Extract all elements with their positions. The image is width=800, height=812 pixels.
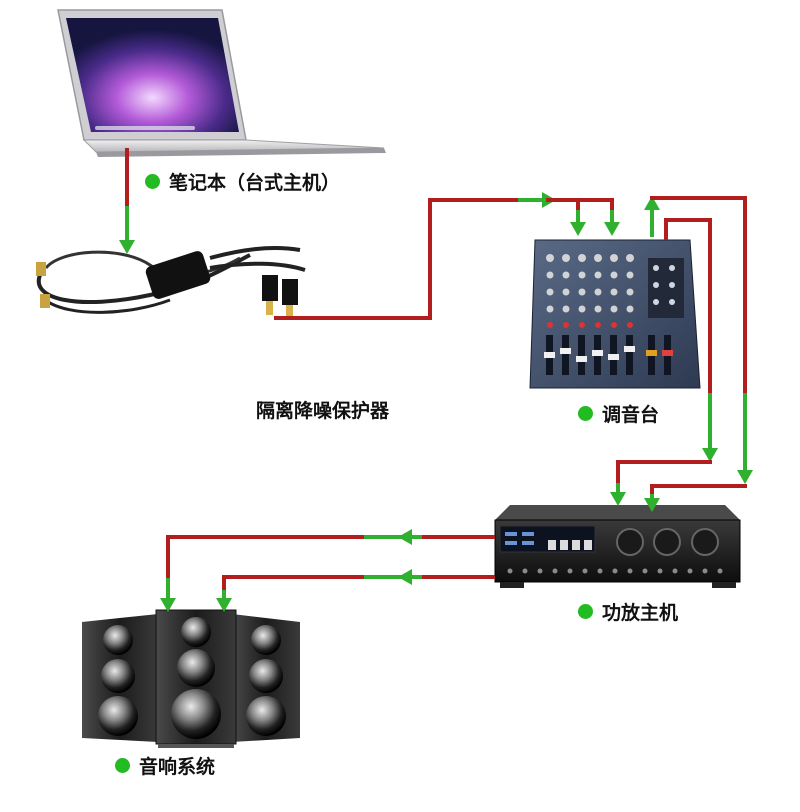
- amplifier-icon: [494, 505, 741, 588]
- speaker-icon: [82, 609, 300, 748]
- mixer-label-text: 调音台: [602, 404, 660, 426]
- speakers-label: 音响系统: [115, 752, 215, 779]
- laptop-label: 笔记本（台式主机）: [145, 168, 340, 195]
- signal-wires: [119, 148, 753, 612]
- amplifier-label-text: 功放主机: [602, 602, 679, 624]
- laptop-label-text: 笔记本（台式主机）: [169, 172, 341, 194]
- bullet-icon: [578, 406, 593, 421]
- bullet-icon: [145, 174, 160, 189]
- bullet-icon: [578, 604, 593, 619]
- mixer-label: 调音台: [578, 400, 659, 427]
- laptop-icon: [57, 9, 386, 157]
- mixer-icon: [529, 239, 701, 389]
- speakers-label-text: 音响系统: [139, 756, 216, 778]
- bullet-icon: [115, 758, 130, 773]
- amplifier-label: 功放主机: [578, 598, 678, 625]
- isolator-cable-icon: [36, 246, 306, 319]
- isolator-label: 隔离降噪保护器: [256, 400, 390, 422]
